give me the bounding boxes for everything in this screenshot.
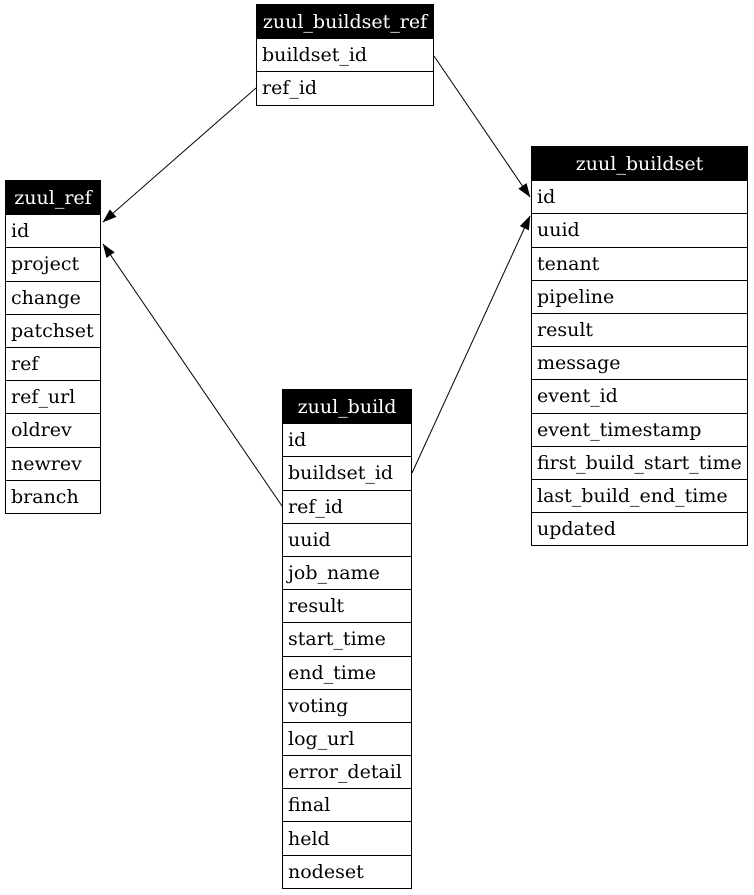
table-row-zuul_build-voting: voting [283, 688, 411, 722]
table-row-zuul_build-error_detail: error_detail [283, 755, 411, 789]
table-row-zuul_buildset-event_id: event_id [532, 379, 747, 413]
table-row-zuul_build-result: result [283, 589, 411, 623]
table-row-zuul_buildset-first_build_start_time: first_build_start_time [532, 445, 747, 479]
table-row-zuul_buildset-event_timestamp: event_timestamp [532, 412, 747, 446]
table-row-zuul_build-held: held [283, 821, 411, 855]
table-row-zuul_build-end_time: end_time [283, 655, 411, 689]
table-row-zuul_buildset-uuid: uuid [532, 213, 747, 247]
table-row-zuul_build-job_name: job_name [283, 555, 411, 590]
table-row-zuul_build-nodeset: nodeset [283, 854, 411, 888]
table-row-zuul_build-final: final [283, 788, 411, 822]
table-row-zuul_buildset-updated: updated [532, 512, 747, 546]
table-row-zuul_ref-id: id [6, 214, 100, 248]
table-title-zuul_buildset: zuul_buildset [532, 147, 747, 181]
table-row-zuul_build-start_time: start_time [283, 622, 411, 656]
table-row-zuul_ref-ref_url: ref_url [6, 380, 100, 414]
table-row-zuul_ref-patchset: patchset [6, 313, 100, 347]
table-row-zuul_build-log_url: log_url [283, 721, 411, 756]
relation-edge-build-ref_id-to-zuul_ref-id [102, 243, 283, 507]
table-row-zuul_build-buildset_id: buildset_id [283, 456, 411, 490]
table-title-zuul_buildset_ref: zuul_buildset_ref [257, 5, 433, 39]
relation-edge-build-buildset_id-to-buildset-id [411, 215, 531, 474]
table-row-zuul_build-uuid: uuid [283, 522, 411, 556]
table-title-zuul_build: zuul_build [283, 390, 411, 424]
table-row-zuul_ref-newrev: newrev [6, 446, 100, 480]
table-row-zuul_ref-branch: branch [6, 479, 100, 513]
table-row-zuul_buildset-pipeline: pipeline [532, 279, 747, 313]
table-row-zuul_buildset-last_build_end_time: last_build_end_time [532, 478, 747, 513]
table-row-zuul_buildset_ref-buildset_id: buildset_id [257, 38, 433, 72]
table-row-zuul_buildset-result: result [532, 312, 747, 347]
relation-edge-buildset_ref-ref_id-to-zuul_ref-id [102, 87, 257, 223]
table-row-zuul_build-ref_id: ref_id [283, 489, 411, 523]
table-row-zuul_ref-project: project [6, 247, 100, 281]
table-row-zuul_buildset_ref-ref_id: ref_id [257, 71, 433, 105]
table-row-zuul_buildset-message: message [532, 346, 747, 380]
table-row-zuul_ref-change: change [6, 280, 100, 314]
table-row-zuul_buildset-id: id [532, 180, 747, 214]
relation-edge-buildset_ref-buildset_id-to-buildset-id [433, 55, 531, 198]
table-row-zuul_ref-ref: ref [6, 346, 100, 381]
table-row-zuul_buildset-tenant: tenant [532, 246, 747, 280]
table-title-zuul_ref: zuul_ref [6, 181, 100, 215]
table-row-zuul_ref-oldrev: oldrev [6, 413, 100, 447]
table-row-zuul_build-id: id [283, 423, 411, 457]
